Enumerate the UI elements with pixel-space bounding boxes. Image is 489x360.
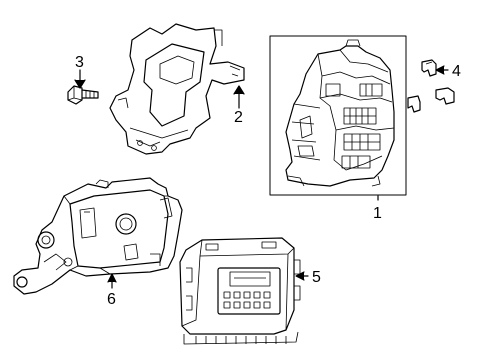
callout-6: 6 bbox=[107, 291, 116, 308]
module-bracket bbox=[13, 177, 183, 295]
bolt bbox=[67, 85, 99, 105]
callout-2: 2 bbox=[234, 109, 243, 126]
fuse-grid bbox=[325, 83, 383, 169]
leader-lines bbox=[74, 65, 449, 289]
fuse-clips bbox=[407, 59, 455, 113]
callout-3: 3 bbox=[75, 54, 84, 71]
callout-4: 4 bbox=[452, 63, 461, 80]
fuse-box-frame bbox=[269, 35, 407, 196]
fuse-box bbox=[285, 39, 395, 187]
callout-5: 5 bbox=[312, 269, 321, 286]
mounting-bracket bbox=[109, 23, 245, 155]
control-module bbox=[179, 237, 301, 345]
callout-1: 1 bbox=[373, 205, 382, 222]
